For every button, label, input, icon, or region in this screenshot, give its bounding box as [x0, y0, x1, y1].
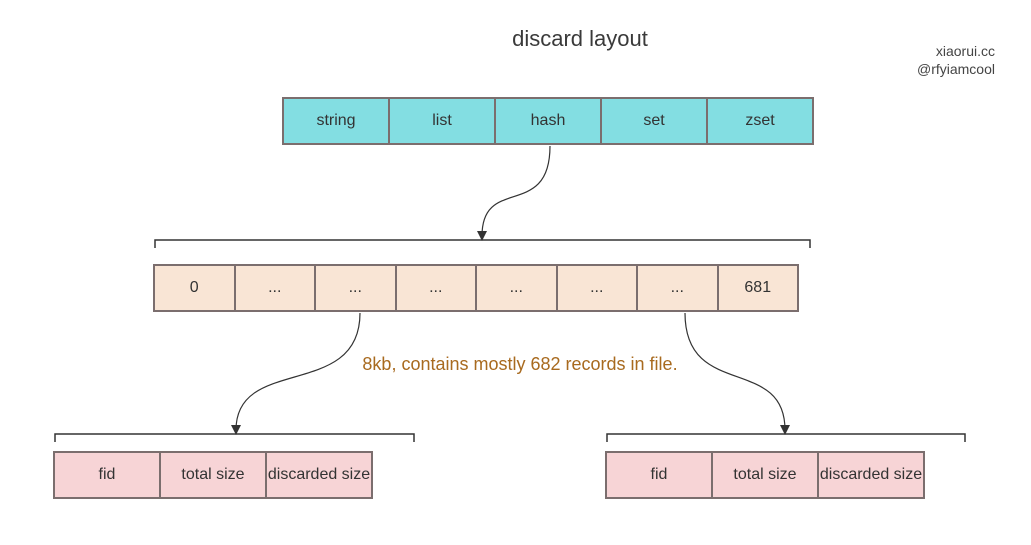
credit-site: xiaorui.cc — [935, 43, 995, 59]
data-type-row: string list hash set zset — [282, 97, 822, 145]
hash-to-slots-arrow — [477, 145, 551, 241]
slot-cell: 681 — [716, 264, 799, 312]
slot-array-row: 0 ... ... ... ... ... ... 681 — [153, 264, 813, 312]
type-cell-string: string — [282, 97, 390, 145]
record-field-discarded-size: discarded size — [817, 451, 925, 499]
slot-to-left-record-arrow — [231, 312, 361, 435]
slot-to-right-record-arrow — [684, 312, 790, 435]
slot-cell: ... — [394, 264, 477, 312]
record-field-total-size: total size — [711, 451, 819, 499]
type-cell-set: set — [600, 97, 708, 145]
slot-cell: ... — [233, 264, 316, 312]
type-cell-list: list — [388, 97, 496, 145]
left-record-bracket — [54, 433, 415, 442]
record-field-total-size: total size — [159, 451, 267, 499]
type-cell-hash: hash — [494, 97, 602, 145]
record-field-fid: fid — [53, 451, 161, 499]
slot-cell: ... — [475, 264, 558, 312]
slot-cell: ... — [555, 264, 638, 312]
slots-bracket — [154, 239, 811, 248]
author-credit: xiaorui.cc @rfyiamcool — [917, 42, 995, 78]
right-record-row: fid total size discarded size — [605, 451, 965, 499]
slot-cell: 0 — [153, 264, 236, 312]
size-note: 8kb, contains mostly 682 records in file… — [362, 354, 678, 374]
right-record-bracket — [606, 433, 966, 442]
type-cell-zset: zset — [706, 97, 814, 145]
record-field-discarded-size: discarded size — [265, 451, 373, 499]
left-record-row: fid total size discarded size — [53, 451, 413, 499]
record-field-fid: fid — [605, 451, 713, 499]
credit-handle: @rfyiamcool — [916, 61, 995, 77]
diagram-title: discard layout — [512, 26, 648, 51]
slot-cell: ... — [314, 264, 397, 312]
slot-cell: ... — [636, 264, 719, 312]
